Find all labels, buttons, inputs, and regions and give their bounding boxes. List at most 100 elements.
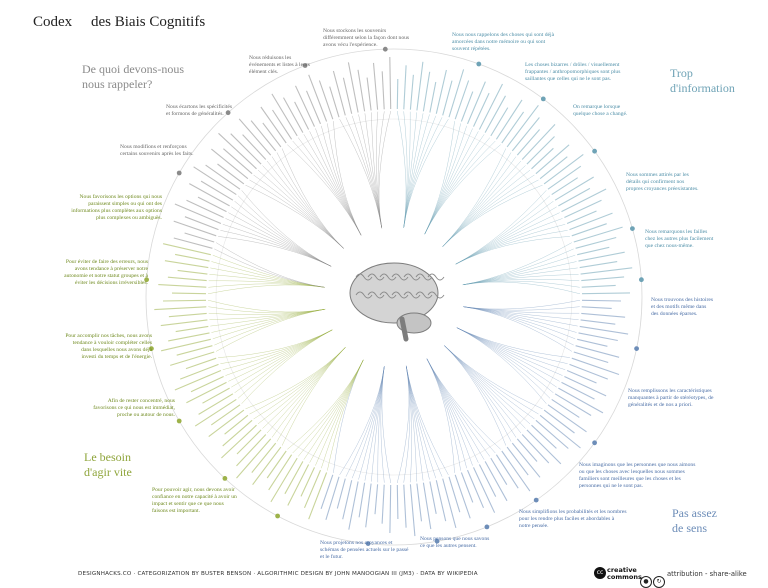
- bias-label-mark: [308, 472, 328, 520]
- category-memory-stored: Nous stockons les souvenirs différemment…: [323, 28, 410, 48]
- brain-fold: [391, 273, 409, 281]
- branch-line: [426, 358, 501, 450]
- bias-label-mark: [174, 203, 222, 225]
- branch-line: [463, 306, 577, 333]
- branch-line: [271, 347, 346, 438]
- category-dot: [144, 277, 150, 283]
- branch-line: [214, 248, 325, 288]
- branch-line: [403, 115, 436, 228]
- branch-line: [321, 359, 364, 469]
- branch-line: [403, 119, 449, 228]
- branch-line: [321, 125, 362, 236]
- branch-line: [222, 224, 332, 267]
- attribution-icon: ●: [640, 576, 652, 588]
- bias-label-mark: [185, 357, 217, 370]
- bias-label-mark: [511, 117, 540, 152]
- bias-label-mark: [160, 319, 208, 327]
- brain-fold: [379, 273, 397, 281]
- title-codex: Codex: [33, 14, 73, 30]
- bias-label-mark: [484, 95, 506, 133]
- bias-label-mark: [260, 106, 287, 144]
- category-dot: [484, 524, 490, 530]
- category-dot: [634, 346, 639, 351]
- bias-label-mark: [554, 393, 592, 416]
- license-icons: ●↻: [640, 568, 666, 588]
- bias-label-mark: [347, 62, 359, 113]
- branch-line: [455, 218, 563, 265]
- bias-label-mark: [224, 414, 249, 435]
- bias-label-mark: [193, 166, 237, 196]
- bias-label-mark: [580, 267, 633, 275]
- category-dot: [630, 226, 635, 232]
- bias-label-mark: [575, 236, 617, 249]
- category-dot: [176, 418, 182, 424]
- bias-label-mark: [230, 133, 262, 165]
- bias-label-mark: [473, 92, 490, 127]
- branch-line: [216, 242, 325, 288]
- bias-label-mark: [561, 381, 595, 400]
- bias-label-mark: [547, 404, 587, 433]
- bias-label-mark: [294, 101, 310, 130]
- bias-label-mark: [573, 351, 609, 364]
- bias-label-mark: [478, 83, 503, 130]
- category-meaning-stories: Nous trouvons des histoires et des motif…: [651, 297, 713, 317]
- bias-label-mark: [558, 187, 591, 207]
- branch-line: [315, 128, 362, 236]
- branch-line: [426, 358, 490, 457]
- bias-label-mark: [535, 144, 570, 175]
- branch-line: [403, 117, 443, 228]
- bias-label-mark: [186, 381, 227, 404]
- branch-line: [237, 329, 333, 399]
- bias-label-mark: [168, 312, 207, 318]
- bias-label-mark: [283, 97, 304, 133]
- bias-label-mark: [435, 69, 447, 114]
- category-dot: [476, 61, 482, 67]
- bias-label-mark: [521, 434, 550, 464]
- bias-label-mark: [466, 81, 486, 125]
- bias-label-mark: [266, 450, 287, 479]
- brain-fold: [415, 273, 433, 281]
- branch-line: [220, 329, 333, 364]
- bias-label-mark: [303, 469, 322, 509]
- bias-label-mark: [300, 467, 315, 497]
- brain-fold: [355, 273, 373, 281]
- bias-label-mark: [236, 429, 262, 455]
- branch-line: [339, 119, 382, 229]
- quadrant-title-meaning: Pas assez de sens: [672, 506, 717, 535]
- bias-label-mark: [223, 148, 253, 175]
- branch-line: [231, 206, 332, 267]
- bias-label-mark: [495, 454, 519, 489]
- bias-label-mark: [374, 484, 379, 515]
- bias-label-mark: [448, 476, 461, 513]
- bias-label-mark: [186, 199, 224, 218]
- bias-label-mark: [581, 306, 612, 309]
- category-meaning-stereotypes: Nous remplissons les caractéristiques ma…: [628, 388, 714, 408]
- bias-label-mark: [180, 363, 219, 380]
- branch-line: [424, 125, 467, 235]
- branch-line: [424, 134, 485, 235]
- bias-label-mark: [403, 65, 407, 110]
- bias-label-mark: [495, 99, 523, 140]
- bias-label-mark: [429, 481, 437, 515]
- inner-ring: [215, 118, 573, 476]
- bias-label-mark: [202, 387, 230, 404]
- bias-label-mark: [566, 369, 597, 384]
- bias-label-mark: [501, 111, 525, 144]
- category-dot: [176, 170, 182, 176]
- branch-line: [381, 366, 391, 484]
- branch-line: [287, 359, 364, 450]
- bias-label-mark: [162, 299, 207, 302]
- category-dot: [225, 110, 231, 116]
- branch-line: [442, 156, 517, 247]
- branch-line: [253, 174, 344, 249]
- bias-label-mark: [516, 438, 538, 462]
- bias-label-mark: [569, 212, 613, 231]
- category-meaning-probabilities: Nous simplifions les probabilités et les…: [519, 509, 627, 529]
- bias-label-mark: [442, 478, 457, 529]
- category-act-simple: Nous favorisons les options qui nous par…: [71, 194, 162, 221]
- bias-label-mark: [295, 85, 315, 127]
- brain-fold: [355, 291, 373, 299]
- branch-line: [352, 115, 382, 229]
- branch-line: [271, 156, 344, 249]
- bias-label-mark: [205, 164, 241, 190]
